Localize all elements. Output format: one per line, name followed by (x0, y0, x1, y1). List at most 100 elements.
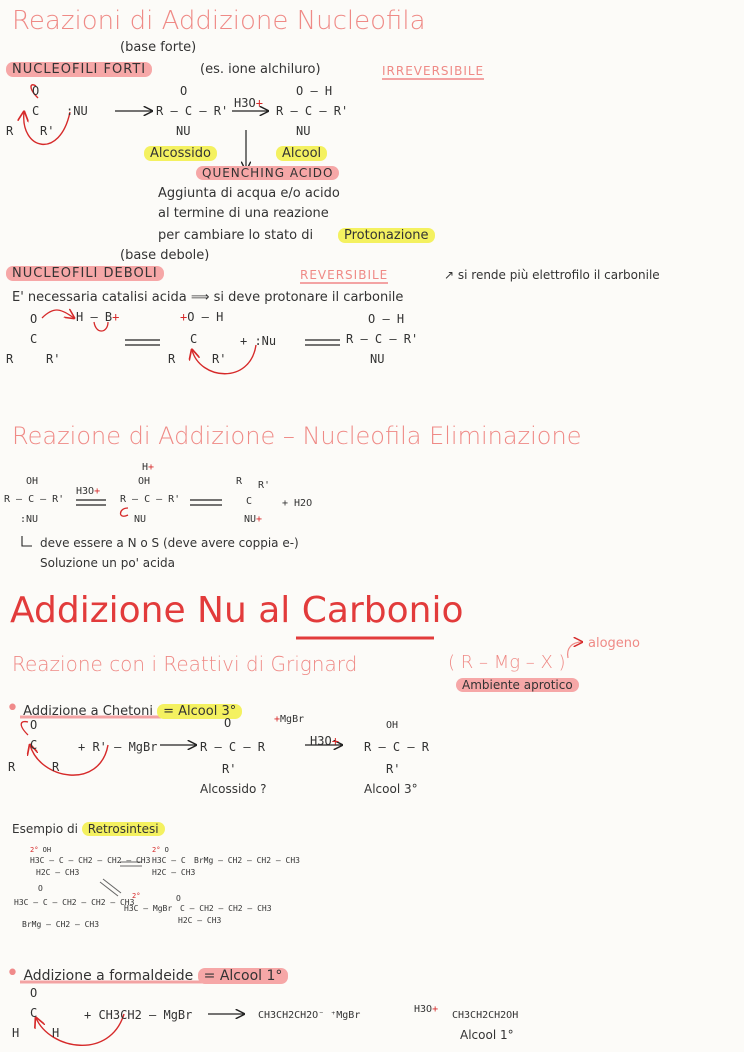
atom: R (168, 352, 176, 366)
formula: R – C – R' (120, 494, 181, 505)
atom: O (30, 312, 38, 326)
note: Soluzione un po' acida (40, 556, 176, 570)
formula: CH3CH2CH2O⁻ ⁺MgBr (258, 1010, 361, 1021)
atom: C (30, 1006, 38, 1020)
formula: + R' – MgBr (78, 740, 158, 754)
atom: NU (134, 514, 147, 525)
nucleophile: :NU (66, 104, 88, 118)
reagent-label: H3O+ (76, 486, 101, 497)
retro-fragment: C – CH2 – CH2 – CH3 (180, 904, 272, 913)
atom: O (30, 718, 38, 732)
formula: O – H (296, 84, 333, 98)
formula: O – H (368, 312, 405, 326)
note-arrow (567, 642, 582, 659)
label-alcossido: Alcossido (144, 146, 217, 161)
reagent-label: H – B+ (76, 310, 120, 324)
label-protonazione: Protonazione (338, 228, 435, 243)
retro-fragment: O (176, 894, 181, 903)
curly-arrow (119, 507, 129, 517)
desc-line: per cambiare lo stato di (158, 228, 314, 243)
atom: R (6, 124, 14, 138)
label-irreversibile: IRREVERSIBILE (382, 64, 485, 80)
formula: + H2O (282, 498, 313, 509)
formula: CH3CH2CH2OH (452, 1010, 519, 1021)
atom: O (30, 986, 38, 1000)
atom: C (30, 332, 38, 346)
desc-line: Aggiunta di acqua e/o acido (158, 186, 340, 201)
note: (base debole) (120, 248, 210, 263)
retro-fragment: BrMg – CH2 – CH3 (22, 920, 100, 929)
atom: O (180, 84, 188, 98)
atom: R' (212, 352, 227, 366)
atom: R' (258, 480, 271, 491)
atom: O (224, 716, 232, 730)
bullet-formaldeide: • Addizione a formaldeide = Alcool 1° (6, 961, 289, 986)
section-title: Addizione Nu al Carbonio (10, 590, 464, 631)
note: deve essere a N o S (deve avere coppia e… (40, 536, 299, 550)
label-alcool: Alcool (276, 146, 328, 161)
formula: R – C – R' (346, 332, 419, 346)
section-title: Reazione di Addizione – Nucleofila Elimi… (12, 422, 582, 450)
retro-fragment: 2° O (152, 846, 169, 854)
curly-arrow (30, 84, 39, 99)
atom: H+ (142, 462, 155, 473)
label: Esempio di Retrosintesi (12, 822, 165, 836)
note-arrow (21, 536, 32, 547)
atom: NU (296, 124, 311, 138)
atom: O (32, 84, 40, 98)
retro-fragment: BrMg – CH2 – CH2 – CH3 (194, 856, 300, 865)
formula: R – C – R (200, 740, 266, 754)
retro-fragment: H3C – MgBr (124, 904, 173, 913)
bullet-chetoni: • Addizione a Chetoni = Alcool 3° (6, 696, 243, 721)
atom: C (32, 104, 40, 118)
retro-fragment: H3C – C – CH2 – CH2 – CH3 (30, 856, 151, 865)
note: ↗ si rende più elettrofilo il carbonile (444, 268, 660, 282)
retro-arrow (99, 881, 119, 897)
formula: + CH3CH2 – MgBr (84, 1008, 193, 1022)
nucleophile: + :Nu (240, 334, 277, 348)
atom: R (8, 760, 16, 774)
atom: +MgBr (274, 714, 305, 725)
note: (base forte) (120, 40, 197, 55)
formula: +O – H (180, 310, 224, 324)
formula: R – C – R' (276, 104, 349, 118)
label-nucleofili-deboli: NUCLEOFILI DEBOLI (6, 266, 164, 281)
formula: R – C – R' (156, 104, 229, 118)
retro-arrow (102, 878, 122, 894)
retro-fragment: H2C – CH3 (36, 868, 80, 877)
formula: R – C – R (364, 740, 430, 754)
atom: R' (46, 352, 61, 366)
atom: C (190, 332, 198, 346)
curly-arrow (36, 1013, 125, 1046)
atom: NU (176, 124, 191, 138)
retro-fragment: H3C – C – CH2 – CH2 – CH3 (14, 898, 135, 907)
section-title: Reazioni di Addizione Nucleofila (12, 6, 426, 36)
atom: C (30, 738, 38, 752)
curly-arrow (41, 310, 74, 318)
atom: OH (386, 720, 399, 731)
retro-fragment: O (38, 884, 43, 893)
nucleophile: :NU (20, 514, 39, 525)
formula: ( R – Mg – X ) (448, 652, 566, 673)
subsection-title: Reazione con i Reattivi di Grignard (12, 652, 358, 676)
reagent-label: H3O+ (414, 1004, 439, 1015)
retro-fragment: 2° (132, 892, 141, 900)
retro-fragment: H3C – C (152, 856, 186, 865)
retro-fragment: H2C – CH3 (152, 868, 196, 877)
atom: C (246, 496, 253, 507)
label-nucleofili-forti: NUCLEOFILI FORTI (6, 62, 153, 77)
atom: R' (40, 124, 55, 138)
label: Alcool 1° (460, 1028, 514, 1042)
curly-arrow (24, 112, 71, 145)
atom: OH (138, 476, 151, 487)
label: Alcossido ? (200, 782, 267, 796)
title-carbonio: Carbonio (301, 590, 464, 631)
desc-line: E' necessaria catalisi acida ⟹ si deve p… (12, 290, 404, 305)
formula: R – C – R' (4, 494, 65, 505)
desc-line: al termine di una reazione (158, 206, 329, 221)
atom: R' (222, 762, 237, 776)
atom: OH (26, 476, 39, 487)
reagent-label: H3O+ (234, 96, 263, 110)
atom: NU+ (244, 514, 263, 525)
reagent-label: H3O+ (310, 734, 339, 748)
